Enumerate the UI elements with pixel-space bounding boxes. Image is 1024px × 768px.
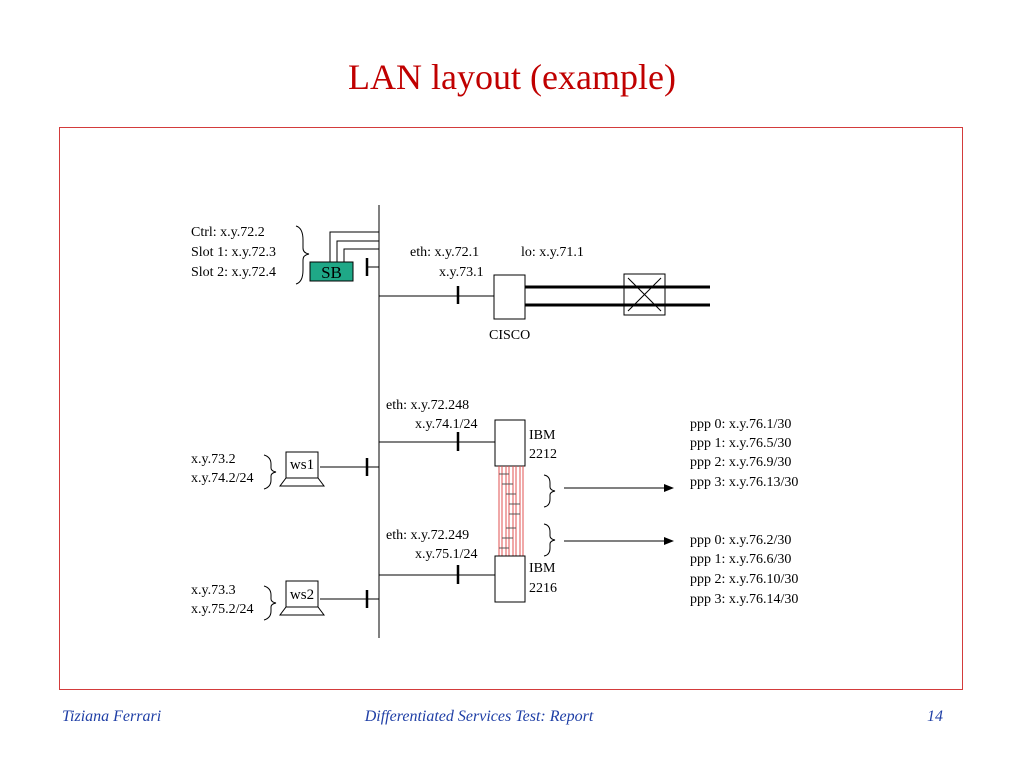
sb-links [329,231,379,262]
ibm2216-label-2: 2216 [529,581,557,596]
sb-brace [295,225,310,285]
ws1-address-2: x.y.74.2/24 [191,471,253,486]
ibm2216-box[interactable] [494,555,526,603]
ppp-brace-2 [543,523,556,557]
ibm2212-box[interactable] [494,419,526,467]
sb-address-slot1: Slot 1: x.y.72.3 [191,245,276,260]
ppp-group1-line-2: ppp 2: x.y.76.9/30 [690,455,791,470]
ibm2212-label-2: 2212 [529,447,557,462]
ws2-address-2: x.y.75.2/24 [191,602,253,617]
slide-title: LAN layout (example) [348,57,676,97]
ibm2216-eth-address-1: eth: x.y.72.249 [386,528,469,543]
ws1-brace [263,454,277,490]
ibm2212-label-1: IBM [529,428,556,443]
footer-title: Differentiated Services Test: Report [364,708,594,725]
cisco-eth-address-2: x.y.73.1 [439,265,484,280]
footer-author: Tiziana Ferrari [62,708,162,725]
ws1-address-1: x.y.73.2 [191,452,236,467]
ppp-arrowhead-2 [664,537,674,545]
ppp-group1-line-1: ppp 1: x.y.76.5/30 [690,436,791,451]
ws1-label: ws1 [290,457,314,473]
ws2-address-1: x.y.73.3 [191,583,236,598]
ppp-group2-line-2: ppp 2: x.y.76.10/30 [690,572,798,587]
ppp-links [498,466,524,556]
ibm2216-eth-address-2: x.y.75.1/24 [415,547,477,562]
ppp-group2-line-1: ppp 1: x.y.76.6/30 [690,552,791,567]
ws2-computer-icon[interactable] [279,580,325,616]
ppp-brace-1 [543,474,556,508]
ppp-group2-line-0: ppp 0: x.y.76.2/30 [690,533,791,548]
sb-address-ctrl: Ctrl: x.y.72.2 [191,225,265,240]
ws2-label: ws2 [290,587,314,603]
sb-box[interactable] [309,261,354,282]
ppp-group2-line-3: ppp 3: x.y.76.14/30 [690,592,798,607]
cisco-loopback-address: lo: x.y.71.1 [521,245,584,260]
ppp-group1-line-3: ppp 3: x.y.76.13/30 [690,475,798,490]
ppp-group1-line-0: ppp 0: x.y.76.1/30 [690,417,791,432]
ppp-links-crossbars [499,473,520,549]
sb-address-slot2: Slot 2: x.y.72.4 [191,265,276,280]
cisco-box[interactable] [493,274,526,320]
ws2-brace [263,585,277,621]
cisco-eth-address: eth: x.y.72.1 [410,245,479,260]
ppp-arrowhead-1 [664,484,674,492]
cisco-label: CISCO [489,328,530,343]
ibm2216-label-1: IBM [529,561,556,576]
ws1-computer-icon[interactable] [279,451,325,487]
ibm2212-eth-address-1: eth: x.y.72.248 [386,398,469,413]
diagram-frame [59,127,963,690]
sb-label: SB [321,263,342,282]
page-number: 14 [927,708,943,725]
ibm2212-eth-address-2: x.y.74.1/24 [415,417,477,432]
